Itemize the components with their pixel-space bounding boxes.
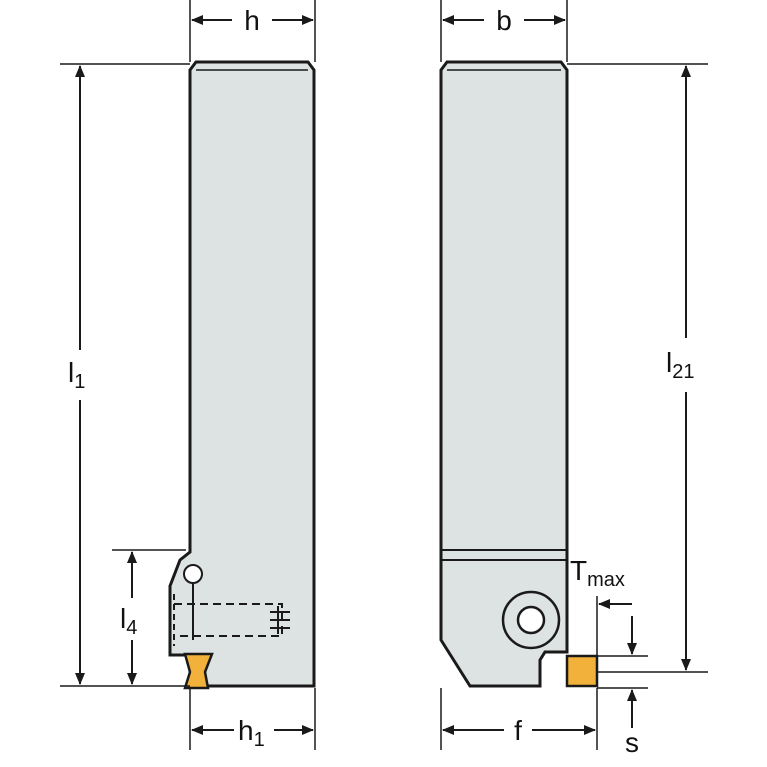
label-tmax: Tmax	[570, 555, 625, 591]
clamp-screw-dashed	[173, 594, 290, 646]
label-l1: l1	[68, 357, 85, 393]
label-h1: h1	[238, 715, 265, 751]
side-view	[60, 0, 316, 750]
label-l21: l21	[666, 347, 694, 383]
label-l4: l4	[120, 603, 137, 639]
label-f: f	[514, 715, 522, 746]
front-insert	[565, 654, 599, 688]
front-view	[439, 0, 708, 750]
label-s: s	[625, 727, 639, 758]
label-h: h	[244, 5, 260, 36]
side-insert	[183, 652, 214, 690]
hole-icon	[183, 564, 203, 584]
label-b: b	[496, 5, 512, 36]
front-view-body	[439, 60, 569, 688]
side-view-body	[168, 60, 316, 688]
